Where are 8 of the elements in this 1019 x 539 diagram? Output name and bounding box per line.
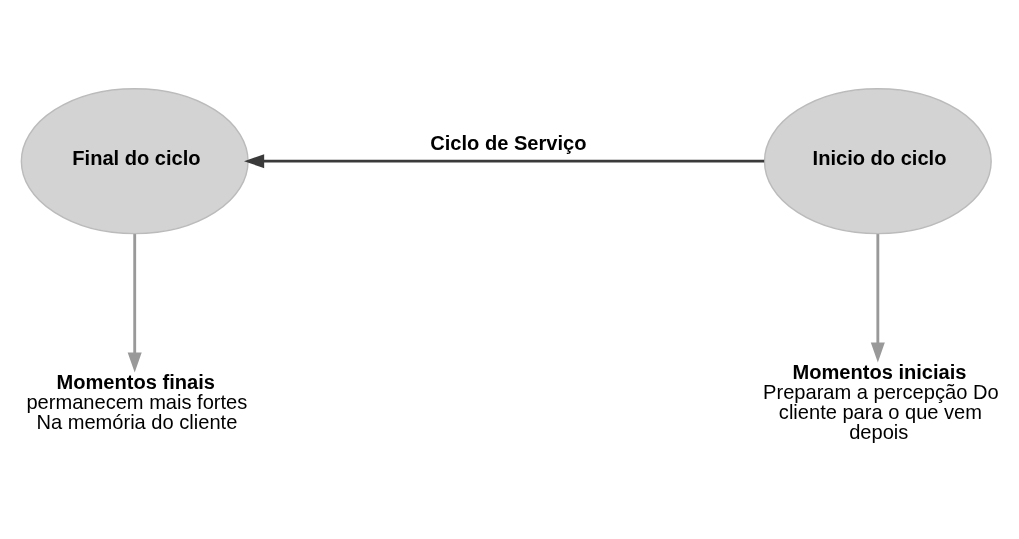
arrow <box>244 154 765 169</box>
node-ellipse: Final do ciclo <box>20 88 249 235</box>
node-text: Momentos iniciais Preparam a percepção Do cliente para o que vem depois <box>763 360 999 444</box>
edge-label: Ciclo de Serviço <box>430 132 587 154</box>
node-text: Momentos finais permanecem mais fortes Na memória do cliente <box>26 370 248 434</box>
arrow <box>870 234 885 363</box>
arrow <box>127 234 142 373</box>
node-ellipse: Inicio do ciclo <box>763 88 992 235</box>
